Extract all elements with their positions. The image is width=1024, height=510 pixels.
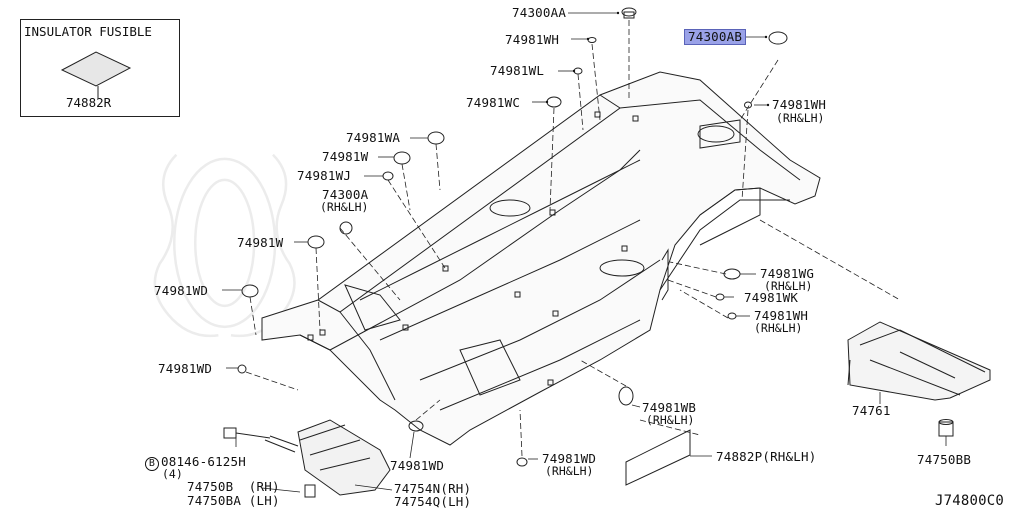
callout-74981W-2[interactable]: 74981W (237, 235, 284, 250)
callout-74882P[interactable]: 74882P(RH&LH) (716, 449, 817, 464)
callout-74981WG[interactable]: 74981WG (760, 266, 815, 281)
callout-74981WC[interactable]: 74981WC (466, 95, 521, 110)
callout-74300AA[interactable]: 74300AA (512, 5, 567, 20)
callout-74981WD-4[interactable]: 74981WD (542, 451, 597, 466)
callout-74981WD-1[interactable]: 74981WD (154, 283, 209, 298)
callout-74981WG-sub: (RH&LH) (764, 279, 813, 293)
callout-74981WH-right2[interactable]: 74981WH (754, 308, 809, 323)
insulator-fusible-box: INSULATOR FUSIBLE 74882R (20, 19, 180, 117)
callout-74981WD-2[interactable]: 74981WD (158, 361, 213, 376)
grommet-74300AB (768, 31, 788, 45)
callout-74981W-1[interactable]: 74981W (322, 149, 369, 164)
callout-74981WH-right-sub: (RH&LH) (776, 111, 825, 125)
callout-74750B[interactable]: 74750B (RH) (187, 479, 280, 494)
front-under-cover (264, 419, 391, 496)
insulator-74882P (625, 429, 691, 486)
callout-74981WD-4-sub: (RH&LH) (545, 464, 594, 478)
callout-74300A-sub: (RH&LH) (320, 200, 369, 214)
callout-74981WB-sub: (RH&LH) (646, 413, 695, 427)
callout-74981WJ[interactable]: 74981WJ (297, 168, 352, 183)
bolt-badge: B (145, 457, 159, 471)
bolt-part-number: 08146-6125H (161, 454, 246, 469)
callout-74300A[interactable]: 74300A (322, 187, 369, 202)
callout-74981WH-right[interactable]: 74981WH (772, 97, 827, 112)
callout-74300AB-highlighted[interactable]: 74300AB (684, 29, 747, 45)
floor-panel (261, 71, 821, 446)
callout-74981WL[interactable]: 74981WL (490, 63, 545, 78)
grommet-74300AA (621, 7, 637, 19)
callout-74981WB[interactable]: 74981WB (642, 400, 697, 415)
callout-74981WK[interactable]: 74981WK (744, 290, 799, 305)
insulator-pad (60, 51, 132, 98)
callout-74754Q[interactable]: 74754Q(LH) (394, 494, 472, 509)
callout-74981WD-3[interactable]: 74981WD (390, 458, 445, 473)
callout-74754N[interactable]: 74754N(RH) (394, 481, 472, 496)
callout-08146-qty: (4) (162, 467, 183, 481)
grommet-74300A (339, 221, 353, 235)
callout-74981WH-top[interactable]: 74981WH (505, 32, 560, 47)
callout-74750BB[interactable]: 74750BB (917, 452, 972, 467)
insulator-fusible-title: INSULATOR FUSIBLE (24, 24, 152, 39)
clip-74750BB (938, 419, 954, 437)
bolt-08146 (223, 427, 271, 439)
part-number-74882R[interactable]: 74882R (66, 95, 112, 110)
callout-74761[interactable]: 74761 (852, 403, 891, 418)
callout-74981WH-right2-sub: (RH&LH) (754, 321, 803, 335)
callout-74981WA[interactable]: 74981WA (346, 130, 401, 145)
clip-74750B (304, 484, 316, 498)
callout-74750BA[interactable]: 74750BA (LH) (187, 493, 280, 508)
diagram-code: J74800C0 (935, 493, 1005, 509)
under-cover-74761 (847, 321, 991, 401)
